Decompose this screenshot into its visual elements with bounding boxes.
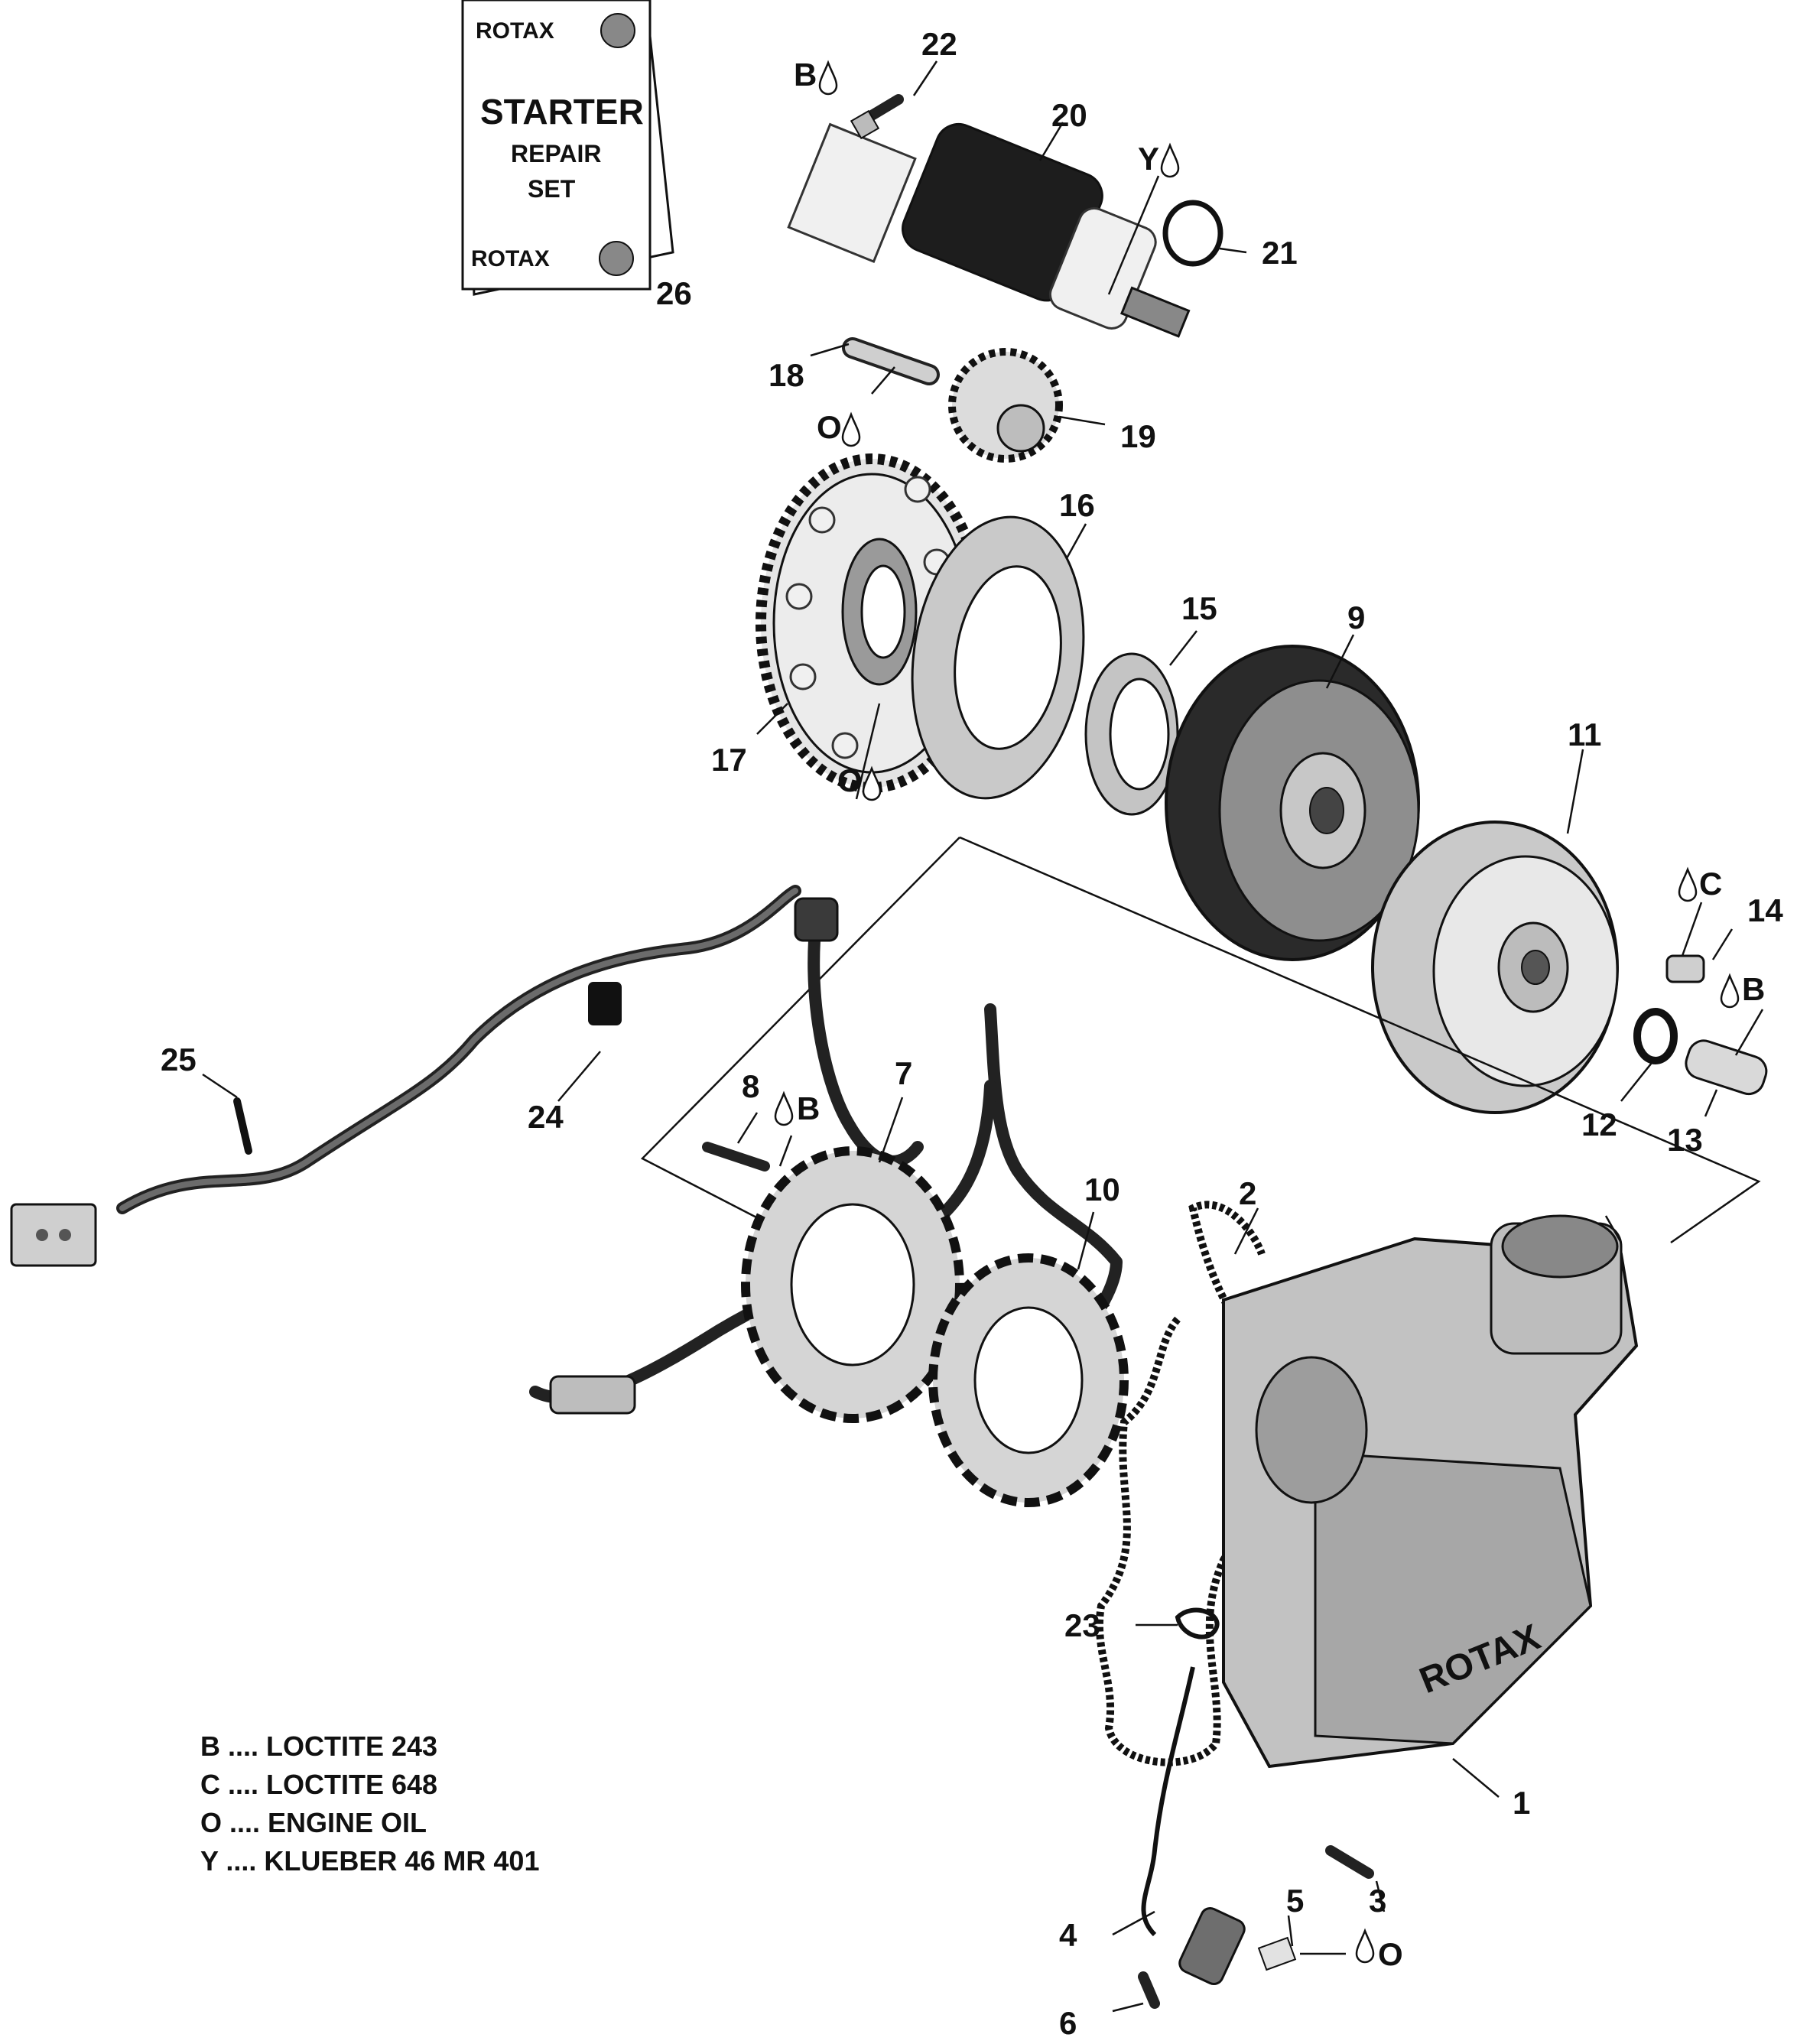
leader-lines <box>202 60 1764 2013</box>
legend-item: C .... LOCTITE 648 <box>200 1769 437 1800</box>
compound-tag-20: Y <box>1138 141 1159 177</box>
drop-icon <box>1355 1928 1375 1964</box>
callout-14: 14 <box>1747 892 1783 928</box>
callout-1: 1 <box>1513 1785 1530 1821</box>
callout-17: 17 <box>711 742 747 778</box>
callout-16: 16 <box>1059 487 1095 523</box>
callout-9: 9 <box>1347 600 1365 635</box>
callout-19: 19 <box>1120 418 1156 454</box>
compound-tag-5: O <box>1378 1936 1403 1972</box>
sensor-4 <box>1141 1666 1246 1986</box>
kit-brand-bottom: ROTAX <box>471 246 550 271</box>
gear-19 <box>948 348 1063 463</box>
brp-logo-icon <box>599 241 634 276</box>
o-ring-21 <box>1162 200 1223 267</box>
callout-5: 5 <box>1286 1883 1304 1919</box>
stator-7 <box>741 1146 964 1423</box>
legend-item: O .... ENGINE OIL <box>200 1807 427 1838</box>
callout-2: 2 <box>1239 1175 1256 1211</box>
wiring-harness <box>116 885 1123 1444</box>
stator-10 <box>928 1253 1129 1507</box>
brp-logo-icon <box>600 13 635 48</box>
drop-icon <box>1678 866 1698 902</box>
clip-23 <box>1175 1607 1220 1639</box>
kit-title: STARTER <box>480 92 644 132</box>
bolt-14 <box>1665 954 1705 983</box>
bolt-3 <box>1325 1845 1374 1879</box>
callout-15: 15 <box>1181 590 1217 626</box>
bolt-22 <box>850 94 904 140</box>
drop-icon <box>818 60 838 96</box>
compound-tag-17: O <box>837 762 863 798</box>
compound-tag-13: B <box>1742 971 1765 1007</box>
drop-icon <box>774 1090 794 1126</box>
plug-5 <box>1257 1936 1297 1971</box>
starter-motor <box>787 122 1191 338</box>
harness-connector <box>10 1203 97 1267</box>
compound-tag-18: O <box>817 409 842 445</box>
callout-21: 21 <box>1262 235 1298 271</box>
callout-11: 11 <box>1568 717 1601 752</box>
kit-frame <box>640 837 960 1221</box>
drop-icon <box>1160 142 1180 178</box>
drop-icon <box>862 765 882 801</box>
bolt-13 <box>1685 1039 1768 1096</box>
rotor-9 <box>1165 645 1420 961</box>
flywheel-11 <box>1371 821 1619 1114</box>
kit-subtitle-2: SET <box>528 175 576 203</box>
compound-tag-22: B <box>794 57 817 93</box>
compound-tag-8: B <box>797 1090 820 1126</box>
pin-18 <box>842 337 940 385</box>
legend-item: Y .... KLUEBER 46 MR 401 <box>200 1845 539 1877</box>
gasket-2 <box>1095 1201 1307 1766</box>
callout-25: 25 <box>161 1041 197 1077</box>
legend-item: B .... LOCTITE 243 <box>200 1730 437 1762</box>
plate-16 <box>911 515 1085 800</box>
callout-8: 8 <box>742 1068 759 1104</box>
clip-24 <box>588 982 622 1025</box>
washer-12 <box>1633 1008 1678 1064</box>
callout-6: 6 <box>1059 2005 1077 2041</box>
legend: B .... LOCTITE 243 C .... LOCTITE 648 O … <box>200 1730 539 1877</box>
tie-25 <box>233 1097 252 1155</box>
callout-20: 20 <box>1051 97 1087 133</box>
bolt-6 <box>1138 1971 1160 2009</box>
callout-24: 24 <box>528 1099 564 1135</box>
callout-26: 26 <box>656 275 692 311</box>
callout-3: 3 <box>1369 1883 1386 1919</box>
callout-18: 18 <box>769 357 804 393</box>
callout-12: 12 <box>1581 1106 1617 1142</box>
starter-repair-set-card: ROTAX STARTER REPAIR SET ROTAX <box>461 0 674 296</box>
cover-1: ROTAX <box>1222 1214 1639 1769</box>
callout-22: 22 <box>921 26 957 62</box>
drop-icon <box>841 411 861 447</box>
bearing-15 <box>1084 652 1179 816</box>
callout-4: 4 <box>1059 1917 1077 1953</box>
callout-10: 10 <box>1084 1171 1120 1207</box>
bolt-8 <box>702 1142 770 1171</box>
callout-7: 7 <box>895 1055 912 1091</box>
callout-13: 13 <box>1667 1122 1703 1158</box>
kit-brand-top: ROTAX <box>476 18 554 44</box>
compound-tag-14: C <box>1699 866 1722 902</box>
drop-icon <box>1720 973 1740 1009</box>
compound-tags: B Y O O C B B O <box>774 57 1765 1972</box>
kit-subtitle-1: REPAIR <box>511 140 602 167</box>
callout-23: 23 <box>1064 1607 1100 1643</box>
